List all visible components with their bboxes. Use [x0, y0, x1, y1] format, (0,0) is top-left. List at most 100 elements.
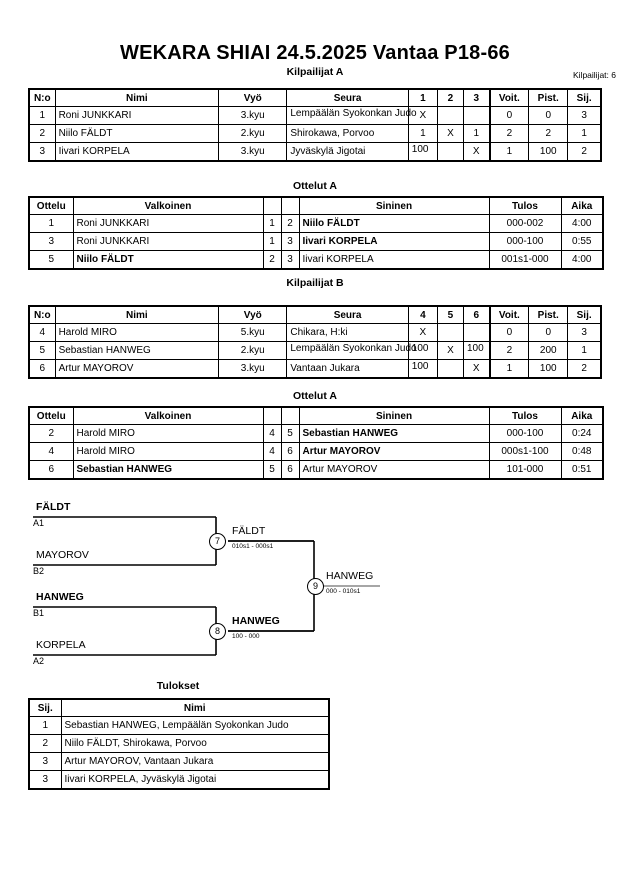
table-row: 3 Artur MAYOROV, Vantaan Jukara	[28, 752, 330, 771]
bracket-lines	[33, 516, 380, 656]
cell-rank: 3	[567, 323, 602, 342]
cell-belt: 5.kyu	[218, 323, 288, 342]
table-row: 6 Artur MAYOROV 3.kyu Vantaan Jukara 100…	[28, 359, 602, 379]
cell-result: 000-002	[488, 214, 562, 233]
cell-white: Sebastian HANWEG	[72, 460, 264, 480]
col-opp-5: 5	[436, 305, 464, 324]
table-row: 1 Roni JUNKKARI 1 2 Niilo FÄLDT 000-002 …	[28, 214, 604, 233]
bracket-entrant-name: HANWEG	[36, 591, 84, 603]
pool-a-table: N:o Nimi Vyö Seura 1 2 3 Voit. Pist. Sij…	[28, 88, 602, 162]
bracket-bout-winner: HANWEG	[326, 570, 374, 582]
cell-white-no: 1	[262, 232, 282, 251]
cell-name: Iivari KORPELA, Jyväskylä Jigotai	[60, 770, 330, 790]
bracket-bout-score: 100 - 000	[232, 633, 260, 640]
cell-white-no: 4	[262, 424, 282, 443]
col-belt: Vyö	[218, 305, 288, 324]
pool-b-header-row: N:o Nimi Vyö Seura 4 5 6 Voit. Pist. Sij…	[28, 305, 602, 324]
cell-rank: 1	[28, 716, 62, 735]
col-opp-4: 4	[407, 305, 438, 324]
cell-club: Vantaan Jukara	[286, 359, 409, 379]
results-caption: Tulokset	[156, 680, 200, 692]
cell-points: 0	[528, 106, 569, 125]
col-opp-3: 3	[462, 88, 491, 107]
col-opp-6: 6	[462, 305, 491, 324]
table-row: 3 Iivari KORPELA 3.kyu Jyväskylä Jigotai…	[28, 142, 602, 162]
cell-time: 0:55	[560, 232, 604, 251]
col-wins: Voit.	[488, 305, 530, 324]
col-rank: Sij.	[567, 88, 602, 107]
cell-opp-1: 1	[407, 124, 438, 143]
cell-no: 6	[28, 359, 56, 379]
page-title: WEKARA SHIAI 24.5.2025 Vantaa P18-66	[120, 42, 510, 64]
pool-b-caption: Kilpailijat B	[286, 277, 344, 289]
col-name: Nimi	[54, 305, 220, 324]
col-white: Valkoinen	[72, 196, 264, 215]
cell-opp-4: 100	[407, 341, 438, 360]
cell-points: 100	[528, 142, 569, 162]
matches-b-caption: Ottelut A	[293, 390, 337, 402]
cell-white-no: 5	[262, 460, 282, 480]
bracket-bout-score: 010s1 - 000s1	[232, 543, 274, 550]
col-white-no	[262, 406, 282, 425]
col-white: Valkoinen	[72, 406, 264, 425]
col-club: Seura	[286, 305, 409, 324]
cell-name: Iivari KORPELA	[54, 142, 220, 162]
col-name: Nimi	[54, 88, 220, 107]
cell-no: 2	[28, 124, 56, 143]
cell-name: Niilo FÄLDT, Shirokawa, Porvoo	[60, 734, 330, 753]
cell-name: Artur MAYOROV, Vantaan Jukara	[60, 752, 330, 771]
matches-a-caption: Ottelut A	[293, 180, 337, 192]
bracket-entrant-name: KORPELA	[36, 639, 86, 651]
col-result: Tulos	[488, 406, 562, 425]
col-no: N:o	[28, 305, 56, 324]
cell-time: 0:24	[560, 424, 604, 443]
cell-blue-no: 6	[280, 460, 300, 480]
cell-points: 100	[528, 359, 569, 379]
col-wins: Voit.	[488, 88, 530, 107]
cell-blue: Sebastian HANWEG	[298, 424, 490, 443]
cell-bout: 2	[28, 424, 74, 443]
col-no: N:o	[28, 88, 56, 107]
col-time: Aika	[560, 196, 604, 215]
cell-white-no: 4	[262, 442, 282, 461]
table-row: 2 Harold MIRO 4 5 Sebastian HANWEG 000-1…	[28, 424, 604, 443]
pool-a-header-row: N:o Nimi Vyö Seura 1 2 3 Voit. Pist. Sij…	[28, 88, 602, 107]
table-row: 2 Niilo FÄLDT, Shirokawa, Porvoo	[28, 734, 330, 753]
cell-name: Niilo FÄLDT	[54, 124, 220, 143]
pool-b-table: N:o Nimi Vyö Seura 4 5 6 Voit. Pist. Sij…	[28, 305, 602, 379]
cell-white: Harold MIRO	[72, 442, 264, 461]
cell-bout: 6	[28, 460, 74, 480]
cell-opp-6: X	[462, 359, 491, 379]
cell-points: 2	[528, 124, 569, 143]
bracket-bout-winner: FÄLDT	[232, 525, 266, 537]
col-blue-no	[280, 196, 300, 215]
cell-opp-3: 1	[462, 124, 491, 143]
bracket-bout-number: 7	[209, 533, 226, 550]
col-points: Pist.	[528, 305, 569, 324]
cell-belt: 3.kyu	[218, 359, 288, 379]
cell-result: 101-000	[488, 460, 562, 480]
cell-blue-no: 6	[280, 442, 300, 461]
results-table: Sij. Nimi 1 Sebastian HANWEG, Lempäälän …	[28, 698, 330, 790]
cell-opp-6: 100	[462, 341, 491, 360]
table-row: 1 Roni JUNKKARI 3.kyu Lempäälän Syokonka…	[28, 106, 602, 125]
cell-result: 000-100	[488, 232, 562, 251]
cell-result: 000-100	[488, 424, 562, 443]
table-row: 4 Harold MIRO 4 6 Artur MAYOROV 000s1-10…	[28, 442, 604, 461]
cell-blue: Niilo FÄLDT	[298, 214, 490, 233]
cell-time: 4:00	[560, 214, 604, 233]
col-points: Pist.	[528, 88, 569, 107]
cell-time: 0:51	[560, 460, 604, 480]
cell-name: Sebastian HANWEG	[54, 341, 220, 360]
cell-blue-no: 2	[280, 214, 300, 233]
cell-club: Shirokawa, Porvoo	[286, 124, 409, 143]
table-row: 3 Iivari KORPELA, Jyväskylä Jigotai	[28, 770, 330, 790]
cell-opp-1: 100	[407, 142, 438, 162]
bracket-entrant-seed: B2	[33, 566, 45, 576]
bracket-entrant-name: MAYOROV	[36, 549, 89, 561]
cell-blue-no: 3	[280, 232, 300, 251]
col-result: Tulos	[488, 196, 562, 215]
cell-wins: 0	[488, 106, 530, 125]
matches-b-table: Ottelu Valkoinen Sininen Tulos Aika 2 Ha…	[28, 406, 604, 480]
cell-no: 5	[28, 341, 56, 360]
